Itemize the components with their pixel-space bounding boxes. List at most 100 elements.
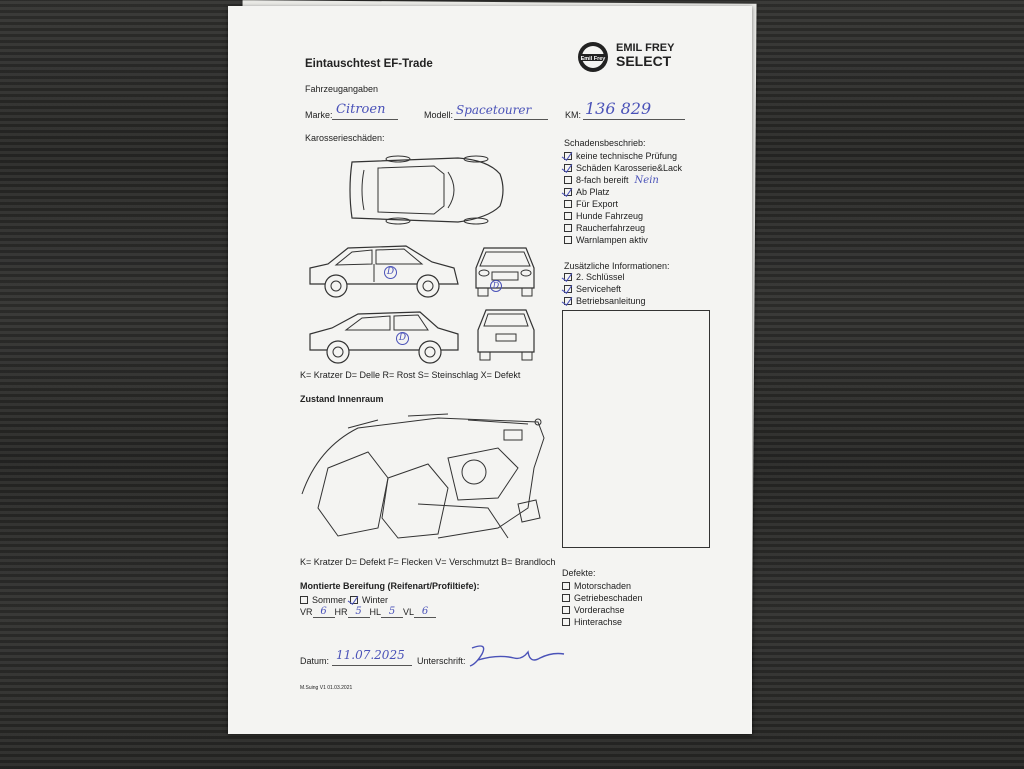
modell-label: Modell: — [424, 110, 454, 120]
defekte-title: Defekte: — [562, 568, 596, 578]
schaden-checkbox[interactable] — [564, 200, 572, 208]
marke-field: Citroen — [332, 102, 398, 120]
schaden-checkbox[interactable] — [564, 224, 572, 232]
signature-label: Unterschrift: — [417, 656, 466, 666]
logo-badge-text: Emil Frey — [581, 56, 607, 62]
schaden-note: Nein — [634, 174, 659, 186]
defekte-label: Getriebeschaden — [574, 593, 643, 603]
defekte-label: Motorschaden — [574, 581, 632, 591]
car-side-left-icon — [309, 245, 459, 298]
modell-value: Spacetourer — [456, 103, 532, 117]
km-field: 136 829 — [583, 99, 685, 120]
emil-frey-logo: Emil Frey — [576, 40, 610, 79]
tires-title: Montierte Bereifung (Reifenart/Profiltie… — [300, 581, 480, 591]
car-rear-view-icon — [477, 309, 535, 361]
car-interior-icon — [301, 413, 545, 539]
tire-winter-checkbox[interactable] — [350, 596, 359, 604]
footer-version: M.Suing V1 01.03.2021 — [300, 685, 353, 691]
car-top-view-icon — [349, 155, 504, 225]
zusatz-checkbox[interactable] — [564, 297, 572, 305]
form-title: Eintauschtest EF-Trade — [305, 58, 433, 70]
defekte-list: Motorschaden Getriebeschaden Vorderachse… — [562, 580, 643, 628]
defekte-checkbox[interactable] — [562, 594, 570, 602]
tread-vr-label: VR — [300, 607, 313, 617]
zusatz-item: 2. Schlüssel — [564, 271, 646, 283]
logo-line1: EMIL FREY — [616, 42, 675, 54]
schaden-checkbox[interactable] — [564, 188, 572, 196]
modell-field: Spacetourer — [454, 103, 548, 120]
schaden-label: Raucherfahrzeug — [576, 223, 646, 233]
schaden-item: Raucherfahrzeug — [564, 222, 682, 234]
tire-sommer-label: Sommer — [312, 595, 347, 605]
damage-mark-side-right: D — [396, 332, 409, 345]
schaden-checkbox[interactable] — [564, 212, 572, 220]
schaden-title: Schadensbeschrieb: — [564, 138, 646, 148]
tire-sommer-checkbox[interactable] — [300, 596, 308, 604]
defekte-checkbox[interactable] — [562, 606, 570, 614]
schaden-item: Schäden Karosserie&Lack — [564, 162, 682, 174]
body-legend: K= Kratzer D= Delle R= Rost S= Steinschl… — [300, 370, 521, 380]
tread-vl-value: 6 — [414, 606, 437, 618]
km-value: 136 829 — [585, 99, 652, 118]
tread-hl-value: 5 — [381, 606, 404, 618]
zusatz-list: 2. Schlüssel Serviceheft Betriebsanleitu… — [564, 271, 646, 307]
schaden-label: Warnlampen aktiv — [576, 235, 648, 245]
signature-scribble — [469, 645, 565, 667]
defekte-checkbox[interactable] — [562, 582, 570, 590]
zusatz-label: 2. Schlüssel — [576, 272, 625, 282]
notes-box[interactable] — [562, 310, 710, 548]
tread-hr-value: 5 — [347, 606, 370, 618]
zusatz-checkbox[interactable] — [564, 273, 572, 281]
schaden-item: 8-fach bereift Nein — [564, 174, 682, 186]
schaden-label: 8-fach bereift — [576, 175, 629, 185]
defekte-label: Hinterachse — [574, 617, 623, 627]
zusatz-label: Serviceheft — [576, 284, 622, 294]
schaden-item: keine technische Prüfung — [564, 150, 682, 162]
logo-line2: SELECT — [616, 53, 672, 69]
schaden-label: keine technische Prüfung — [576, 151, 678, 161]
datum-field: 11.07.2025 — [332, 648, 412, 666]
zusatz-item: Serviceheft — [564, 283, 646, 295]
vehicle-section-title: Fahrzeugangaben — [305, 84, 379, 94]
defekte-item: Hinterachse — [562, 616, 643, 628]
marke-label: Marke: — [305, 110, 333, 120]
schaden-item: Warnlampen aktiv — [564, 234, 682, 246]
schaden-checkbox[interactable] — [564, 152, 572, 160]
defekte-label: Vorderachse — [574, 605, 625, 615]
car-side-right-icon — [309, 311, 459, 364]
tread-vl-label: VL — [403, 607, 415, 617]
logo-badge-icon: Emil Frey — [578, 42, 608, 72]
schaden-checkbox[interactable] — [564, 236, 572, 244]
car-front-view-icon — [475, 247, 535, 297]
datum-label: Datum: — [300, 656, 330, 666]
damage-mark-front: D — [490, 280, 502, 292]
schaden-item: Ab Platz — [564, 186, 682, 198]
interior-legend: K= Kratzer D= Defekt F= Flecken V= Versc… — [300, 557, 556, 567]
damage-mark-side-left: D — [384, 266, 397, 279]
zusatz-item: Betriebsanleitung — [564, 295, 646, 307]
schaden-checkbox[interactable] — [564, 176, 572, 184]
zusatz-label: Betriebsanleitung — [576, 296, 646, 306]
zusatz-checkbox[interactable] — [564, 285, 572, 293]
tread-vr-value: 6 — [312, 606, 335, 618]
tire-options: Sommer Winter — [300, 594, 388, 606]
marke-value: Citroen — [336, 102, 386, 117]
schaden-label: Ab Platz — [576, 187, 610, 197]
schaden-list: keine technische Prüfung Schäden Karosse… — [564, 150, 682, 246]
form-sheet: Eintauschtest EF-Trade Emil Frey EMIL FR… — [228, 6, 752, 734]
body-damage-title: Karosserieschäden: — [305, 133, 385, 143]
logo-wordmark: EMIL FREY SELECT — [616, 42, 675, 69]
defekte-checkbox[interactable] — [562, 618, 570, 626]
schaden-label: Hunde Fahrzeug — [576, 211, 644, 221]
tread-hl-label: HL — [369, 607, 382, 617]
defekte-item: Getriebeschaden — [562, 592, 643, 604]
interior-title: Zustand Innenraum — [300, 394, 384, 404]
defekte-item: Motorschaden — [562, 580, 643, 592]
schaden-checkbox[interactable] — [564, 164, 572, 172]
schaden-label: Für Export — [576, 199, 619, 209]
schaden-item: Hunde Fahrzeug — [564, 210, 682, 222]
km-label: KM: — [565, 110, 582, 120]
tread-hr-label: HR — [334, 607, 348, 617]
schaden-label: Schäden Karosserie&Lack — [576, 163, 683, 173]
schaden-item: Für Export — [564, 198, 682, 210]
